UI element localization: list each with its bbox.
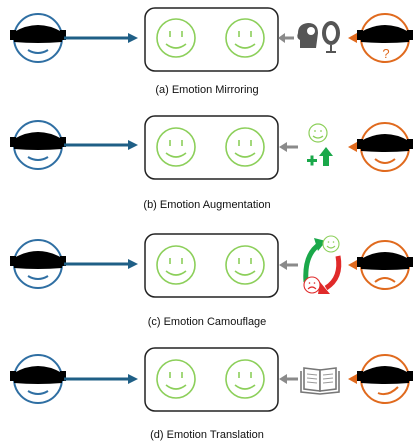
display-smiley-left-icon	[156, 245, 196, 285]
open-book-icon	[300, 367, 340, 395]
orange-arrow-icon	[348, 260, 357, 270]
observer-face-icon	[10, 13, 66, 63]
wearer-face-icon	[357, 354, 413, 404]
arrow-to-display	[128, 259, 138, 269]
small-smiley-icon	[308, 123, 328, 143]
display-smiley-left-icon	[156, 127, 196, 167]
panel-emotion-translation: (d) Emotion Translation	[0, 333, 414, 444]
happy-face-icon	[322, 235, 340, 253]
observer-face-icon	[10, 120, 66, 170]
up-arrow-icon	[319, 147, 333, 166]
display-smiley-left-icon	[156, 359, 196, 399]
gray-arrow-icon	[279, 374, 287, 384]
sad-face-icon	[303, 276, 321, 294]
plus-icon	[307, 155, 317, 166]
panel-b-graphic	[10, 115, 413, 180]
orange-arrow-icon	[348, 374, 357, 384]
gray-arrow-icon	[279, 260, 287, 270]
arrow-to-display	[128, 140, 138, 150]
panel-emotion-camouflage: (c) Emotion Camouflage	[0, 222, 414, 333]
display-smiley-right-icon	[225, 359, 265, 399]
observer-face-icon	[10, 354, 66, 404]
wearer-face-icon	[357, 122, 413, 172]
display-smiley-right-icon	[225, 245, 265, 285]
display-smiley-right-icon	[225, 18, 265, 58]
caption-a: (a) Emotion Mirroring	[155, 84, 259, 96]
swap-arrows-icon	[303, 238, 342, 294]
caption-d: (d) Emotion Translation	[150, 429, 264, 441]
gray-arrow-icon	[278, 33, 285, 43]
wearer-face-icon	[357, 240, 413, 290]
display-smiley-left-icon	[156, 18, 196, 58]
profile-head-icon	[297, 23, 318, 48]
caption-b: (b) Emotion Augmentation	[143, 199, 271, 211]
orange-arrow-icon	[348, 142, 357, 152]
gray-arrow-icon	[279, 142, 287, 152]
arrow-to-display	[128, 374, 138, 384]
panel-d-graphic	[10, 347, 413, 412]
orange-arrow-icon	[348, 33, 357, 43]
wearer-question-mark: ?	[382, 46, 389, 61]
display-smiley-right-icon	[225, 127, 265, 167]
wearer-face-icon: ?	[357, 13, 413, 63]
observer-face-icon	[10, 239, 66, 289]
panel-emotion-mirroring: ? (a) Emotion Mirroring	[0, 0, 414, 111]
mirror-face-icon	[322, 21, 340, 53]
panel-a-graphic: ?	[10, 7, 413, 72]
panel-c-graphic	[10, 233, 413, 298]
caption-c: (c) Emotion Camouflage	[147, 316, 267, 328]
panel-emotion-augmentation: (b) Emotion Augmentation	[0, 111, 414, 222]
